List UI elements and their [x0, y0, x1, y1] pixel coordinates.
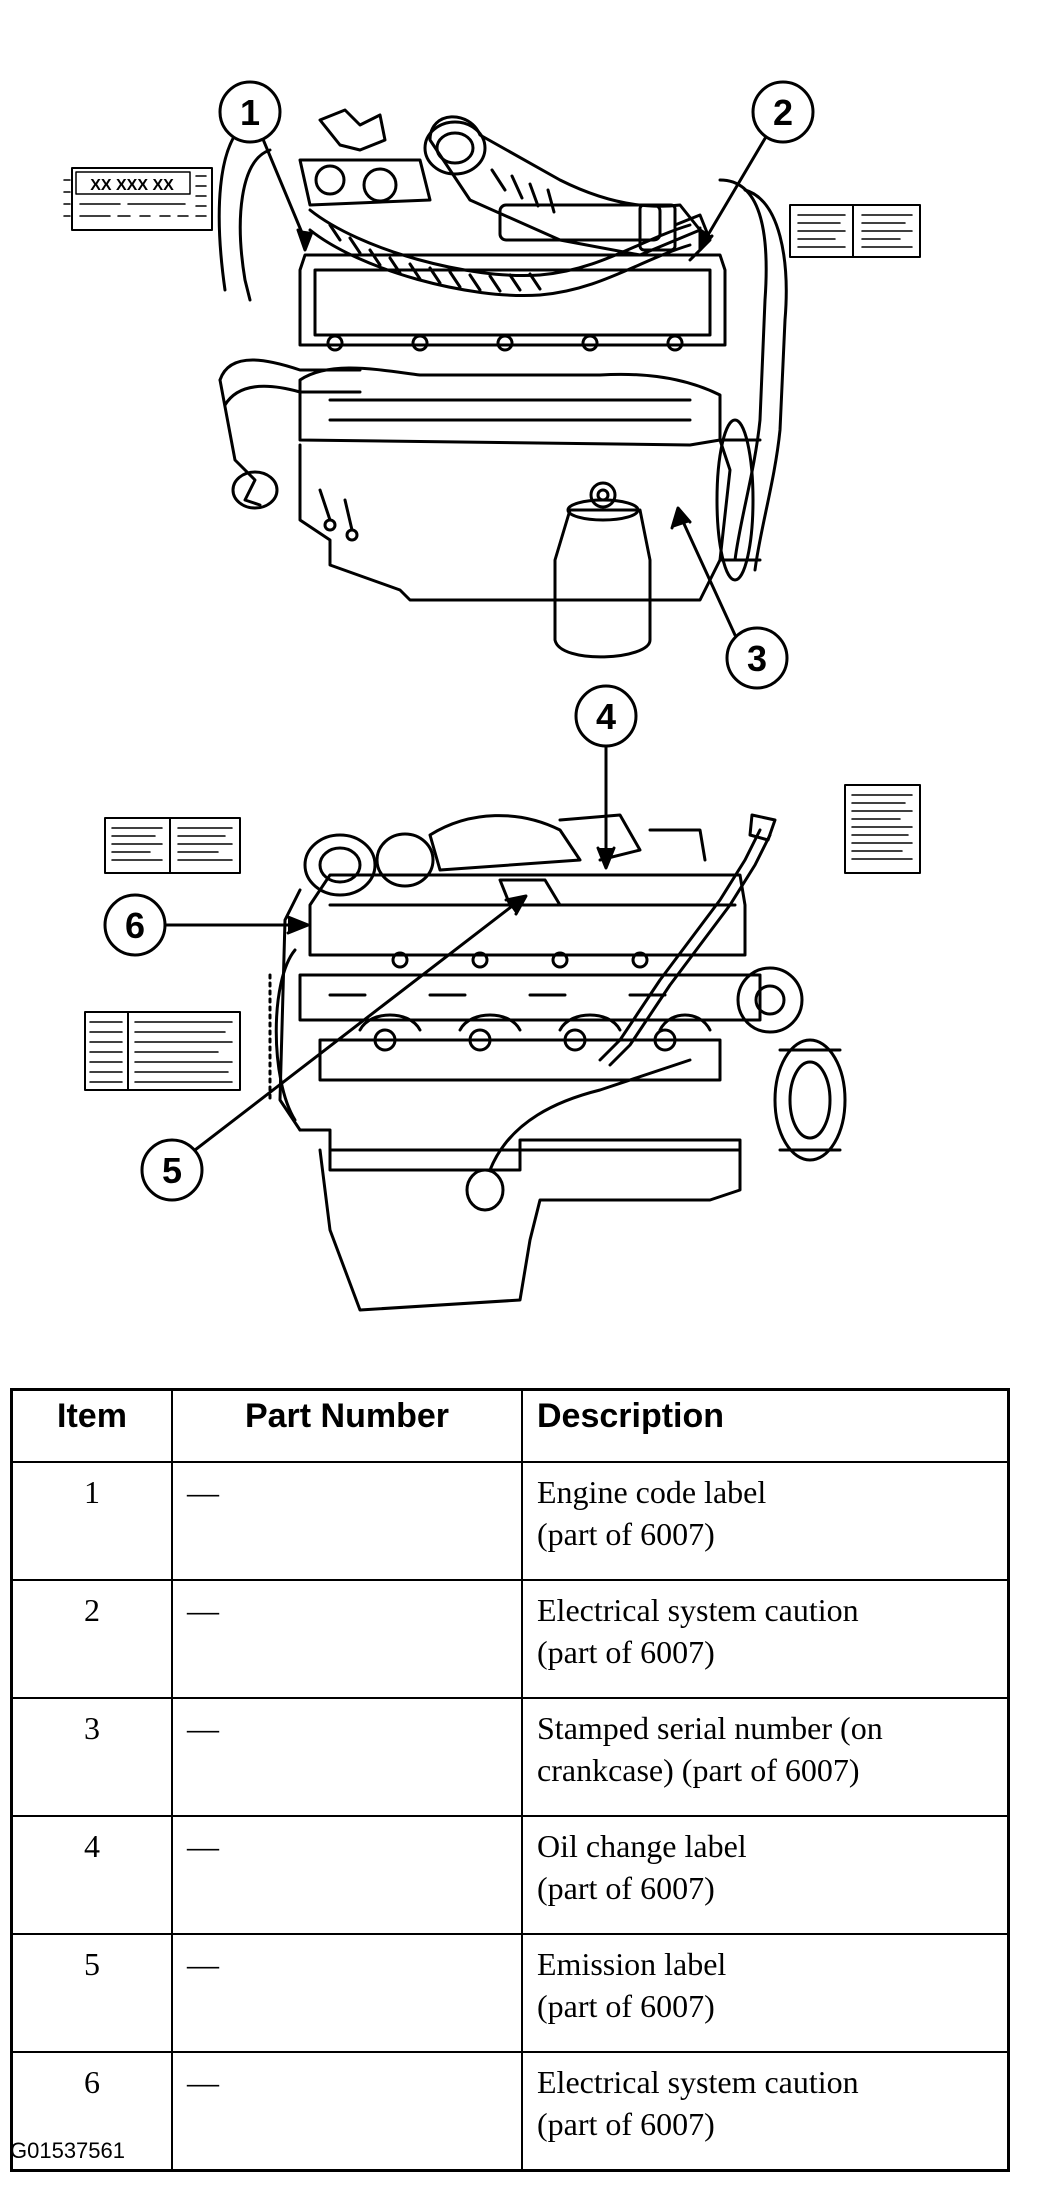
description-line: (part of 6007)	[537, 1634, 715, 1670]
table-row: 2 — Electrical system caution (part of 6…	[10, 1579, 1010, 1699]
table-row: 5 — Emission label (part of 6007)	[10, 1933, 1010, 2053]
callout-3: 3	[725, 626, 789, 690]
table-row: 4 — Oil change label (part of 6007)	[10, 1815, 1010, 1935]
description-cell: Engine code label (part of 6007)	[521, 1461, 1010, 1581]
svg-text:2: 2	[773, 92, 793, 133]
description-line: (part of 6007)	[537, 1988, 715, 2024]
svg-text:5: 5	[162, 1150, 182, 1191]
electrical-caution-label-illustration	[789, 204, 921, 258]
engine-code-label-text: XX XXX XX	[90, 177, 174, 194]
description-line: crankcase) (part of 6007)	[537, 1752, 860, 1788]
description-line: (part of 6007)	[537, 1516, 715, 1552]
description-cell: Electrical system caution (part of 6007)	[521, 2051, 1010, 2172]
item-cell: 6	[10, 2051, 173, 2172]
description-cell: Emission label (part of 6007)	[521, 1933, 1010, 2053]
callout-1: 1	[218, 80, 282, 144]
table-row: 1 — Engine code label (part of 6007)	[10, 1461, 1010, 1581]
svg-text:6: 6	[125, 905, 145, 946]
description-line: (part of 6007)	[537, 2106, 715, 2142]
part-number-cell: —	[171, 1461, 523, 1581]
oil-change-label-illustration	[104, 817, 241, 874]
description-cell: Stamped serial number (on crankcase) (pa…	[521, 1697, 1010, 1817]
callout-4: 4	[574, 684, 638, 748]
description-line: Engine code label	[537, 1474, 767, 1510]
callout-2: 2	[751, 80, 815, 144]
description-line: Stamped serial number (on	[537, 1710, 883, 1746]
item-cell: 3	[10, 1697, 173, 1817]
description-line: Emission label	[537, 1946, 727, 1982]
description-cell: Electrical system caution (part of 6007)	[521, 1579, 1010, 1699]
description-line: Electrical system caution	[537, 1592, 859, 1628]
description-cell: Oil change label (part of 6007)	[521, 1815, 1010, 1935]
electrical-caution-label-illustration-2	[84, 1011, 241, 1091]
description-line: (part of 6007)	[537, 1870, 715, 1906]
bottom-engine-illustration	[268, 813, 847, 1312]
callout-5: 5	[140, 1138, 204, 1202]
part-number-cell: —	[171, 1815, 523, 1935]
table-header-row: Item Part Number Description	[10, 1388, 1010, 1463]
parts-table: Item Part Number Description 1 — Engine …	[10, 1388, 1010, 2172]
engine-label-locations-diagram: XX XXX XX	[63, 80, 921, 1312]
svg-text:4: 4	[596, 696, 616, 737]
table-row: 3 — Stamped serial number (on crankcase)…	[10, 1697, 1010, 1817]
part-number-cell: —	[171, 2051, 523, 2172]
callout-leaders	[158, 118, 772, 1152]
item-cell: 5	[10, 1933, 173, 2053]
header-part-number: Part Number	[171, 1388, 523, 1463]
part-number-cell: —	[171, 1579, 523, 1699]
part-number-cell: —	[171, 1697, 523, 1817]
engine-code-label-illustration: XX XXX XX	[63, 167, 213, 231]
emission-label-illustration	[844, 784, 921, 874]
top-engine-illustration	[217, 108, 788, 659]
header-description: Description	[521, 1388, 1010, 1463]
svg-text:3: 3	[747, 638, 767, 679]
header-item: Item	[10, 1388, 173, 1463]
description-line: Electrical system caution	[537, 2064, 859, 2100]
item-cell: 1	[10, 1461, 173, 1581]
item-cell: 4	[10, 1815, 173, 1935]
description-line: Oil change label	[537, 1828, 747, 1864]
callout-6: 6	[103, 893, 167, 957]
item-cell: 2	[10, 1579, 173, 1699]
figure-code: G01537561	[10, 2138, 125, 2163]
part-number-cell: —	[171, 1933, 523, 2053]
svg-text:1: 1	[240, 92, 260, 133]
table-row: 6 — Electrical system caution (part of 6…	[10, 2051, 1010, 2172]
